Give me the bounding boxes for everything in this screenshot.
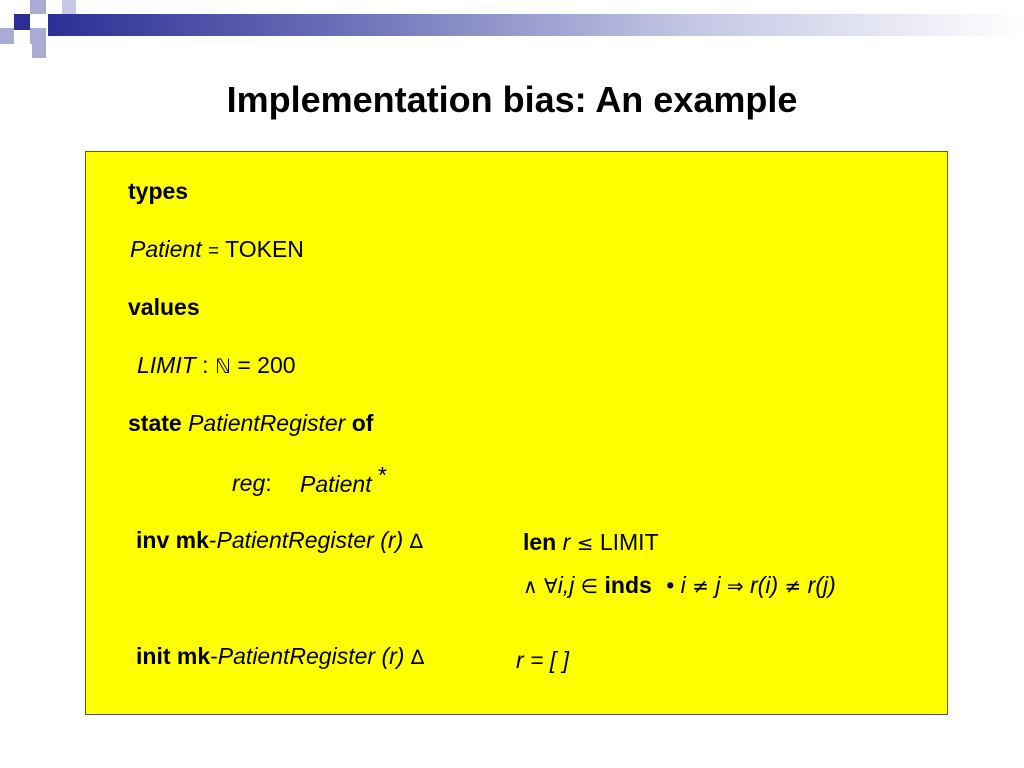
- len-r: r: [562, 529, 571, 555]
- sequence-star: *: [378, 462, 387, 488]
- types-keyword: types: [128, 178, 189, 204]
- reg-field-type: Patient *: [300, 462, 387, 498]
- patient-equals: =: [208, 241, 220, 262]
- state-keyword: state: [128, 410, 182, 436]
- state-name: PatientRegister: [188, 410, 346, 436]
- init-args: (r): [381, 643, 405, 669]
- invariant-uniqueness-condition: ∧ ∀i,j ∈ inds • i ≠ j ⇒ r(i) ≠ r(j): [523, 571, 836, 600]
- limit-value-definition: LIMIT : ℕ = 200: [137, 351, 296, 380]
- of-keyword: of: [351, 410, 374, 436]
- logo-square-light-4: [62, 0, 76, 14]
- inv-state-name: PatientRegister: [216, 527, 374, 553]
- inv-args: (r): [380, 527, 404, 553]
- init-body: r = [ ]: [516, 647, 570, 673]
- less-equal-symbol: ≤: [576, 531, 594, 555]
- init-dash: -: [210, 643, 218, 669]
- logo-square-light-5: [32, 44, 46, 58]
- init-state-name: PatientRegister: [217, 643, 376, 669]
- invariant-header: inv mk-PatientRegister (r) ∆: [136, 526, 423, 555]
- values-keyword: values: [128, 294, 200, 320]
- bullet-symbol: •: [666, 572, 675, 598]
- header-gradient-bar: [48, 14, 1024, 36]
- invariant-length-condition: len r ≤ LIMIT: [523, 528, 659, 557]
- limit-colon: :: [202, 352, 209, 378]
- logo-square-navy-1: [0, 0, 14, 14]
- patient-name: Patient: [130, 236, 202, 262]
- natural-number-symbol: ℕ: [214, 354, 231, 378]
- reg-type-name: Patient: [300, 471, 372, 497]
- inv-keyword: inv mk: [136, 527, 209, 553]
- inv-rj: r(j): [807, 572, 836, 598]
- implies-symbol: ⇒: [726, 574, 744, 598]
- logo-square-light-2: [30, 0, 46, 14]
- inv-ri: r(i): [750, 572, 779, 598]
- inv-ij: i,j: [557, 572, 575, 598]
- limit-equals-value: = 200: [237, 352, 296, 378]
- slide-title: Implementation bias: An example: [226, 79, 798, 120]
- init-keyword: init mk: [136, 643, 211, 669]
- inds-keyword: inds: [604, 572, 652, 598]
- and-symbol: ∧: [523, 574, 538, 598]
- init-header: init mk-PatientRegister (r) ∆: [136, 642, 424, 671]
- vdm-spec-box: types Patient = TOKEN values LIMIT : ℕ =…: [85, 151, 948, 715]
- reg-field-definition: reg:: [232, 469, 272, 497]
- element-of-symbol: ∈: [580, 574, 599, 598]
- inv-i: i: [680, 572, 686, 598]
- patient-type-definition: Patient = TOKEN: [130, 235, 304, 266]
- logo-square-light-1: [0, 28, 14, 44]
- delta-symbol: ∆: [409, 529, 423, 553]
- inv-j: j: [715, 572, 721, 598]
- limit-name: LIMIT: [137, 352, 196, 378]
- patient-type: TOKEN: [225, 236, 304, 262]
- logo-square-navy-2: [14, 14, 30, 30]
- not-equal-symbol-2: ≠: [784, 574, 802, 598]
- inv-limit: LIMIT: [599, 529, 659, 555]
- reg-field-name: reg: [232, 470, 266, 496]
- forall-symbol: ∀: [544, 574, 558, 598]
- not-equal-symbol-1: ≠: [692, 574, 709, 598]
- init-delta-symbol: ∆: [410, 645, 425, 669]
- state-definition-header: state PatientRegister of: [128, 409, 373, 437]
- logo-square-light-3: [30, 28, 46, 44]
- inv-dash: -: [208, 527, 217, 553]
- reg-colon: :: [265, 470, 272, 496]
- len-keyword: len: [523, 529, 557, 555]
